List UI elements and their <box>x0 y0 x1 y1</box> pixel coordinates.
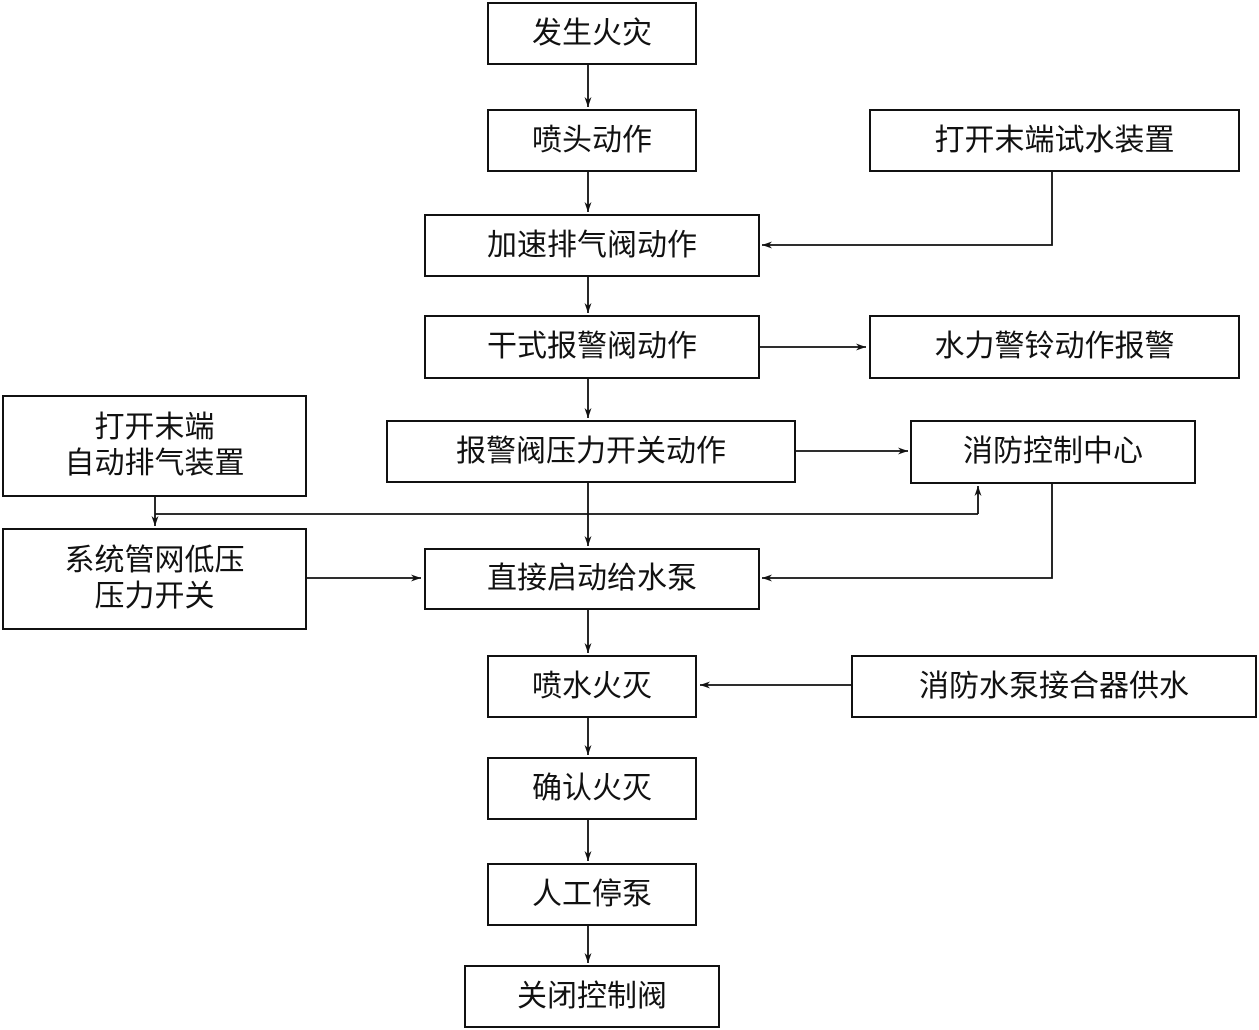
node-dry-alarm-valve: 干式报警阀动作 <box>424 315 760 379</box>
node-manual-stop-pump: 人工停泵 <box>487 863 697 926</box>
node-confirm-extinguished: 确认火灭 <box>487 757 697 820</box>
node-fire-occurs: 发生火灾 <box>487 2 697 65</box>
node-open-end-test-device: 打开末端试水装置 <box>869 109 1240 172</box>
node-spray-extinguish: 喷水火灭 <box>487 655 697 718</box>
node-connector-supply: 消防水泵接合器供水 <box>851 655 1257 718</box>
node-open-end-auto-exhaust: 打开末端 自动排气装置 <box>2 395 307 497</box>
node-sprinkler-activates: 喷头动作 <box>487 109 697 172</box>
node-close-control-valve: 关闭控制阀 <box>464 965 720 1028</box>
node-accelerator-valve: 加速排气阀动作 <box>424 214 760 277</box>
arrow-test-device-to-accelerator <box>762 172 1053 249</box>
node-low-pressure-switch: 系统管网低压 压力开关 <box>2 528 307 630</box>
node-water-motor-gong: 水力警铃动作报警 <box>869 315 1240 379</box>
node-start-pump: 直接启动给水泵 <box>424 548 760 610</box>
arrow-control-center-to-start-pump <box>762 484 1053 582</box>
node-pressure-switch: 报警阀压力开关动作 <box>386 420 796 483</box>
node-fire-control-center: 消防控制中心 <box>910 420 1196 484</box>
